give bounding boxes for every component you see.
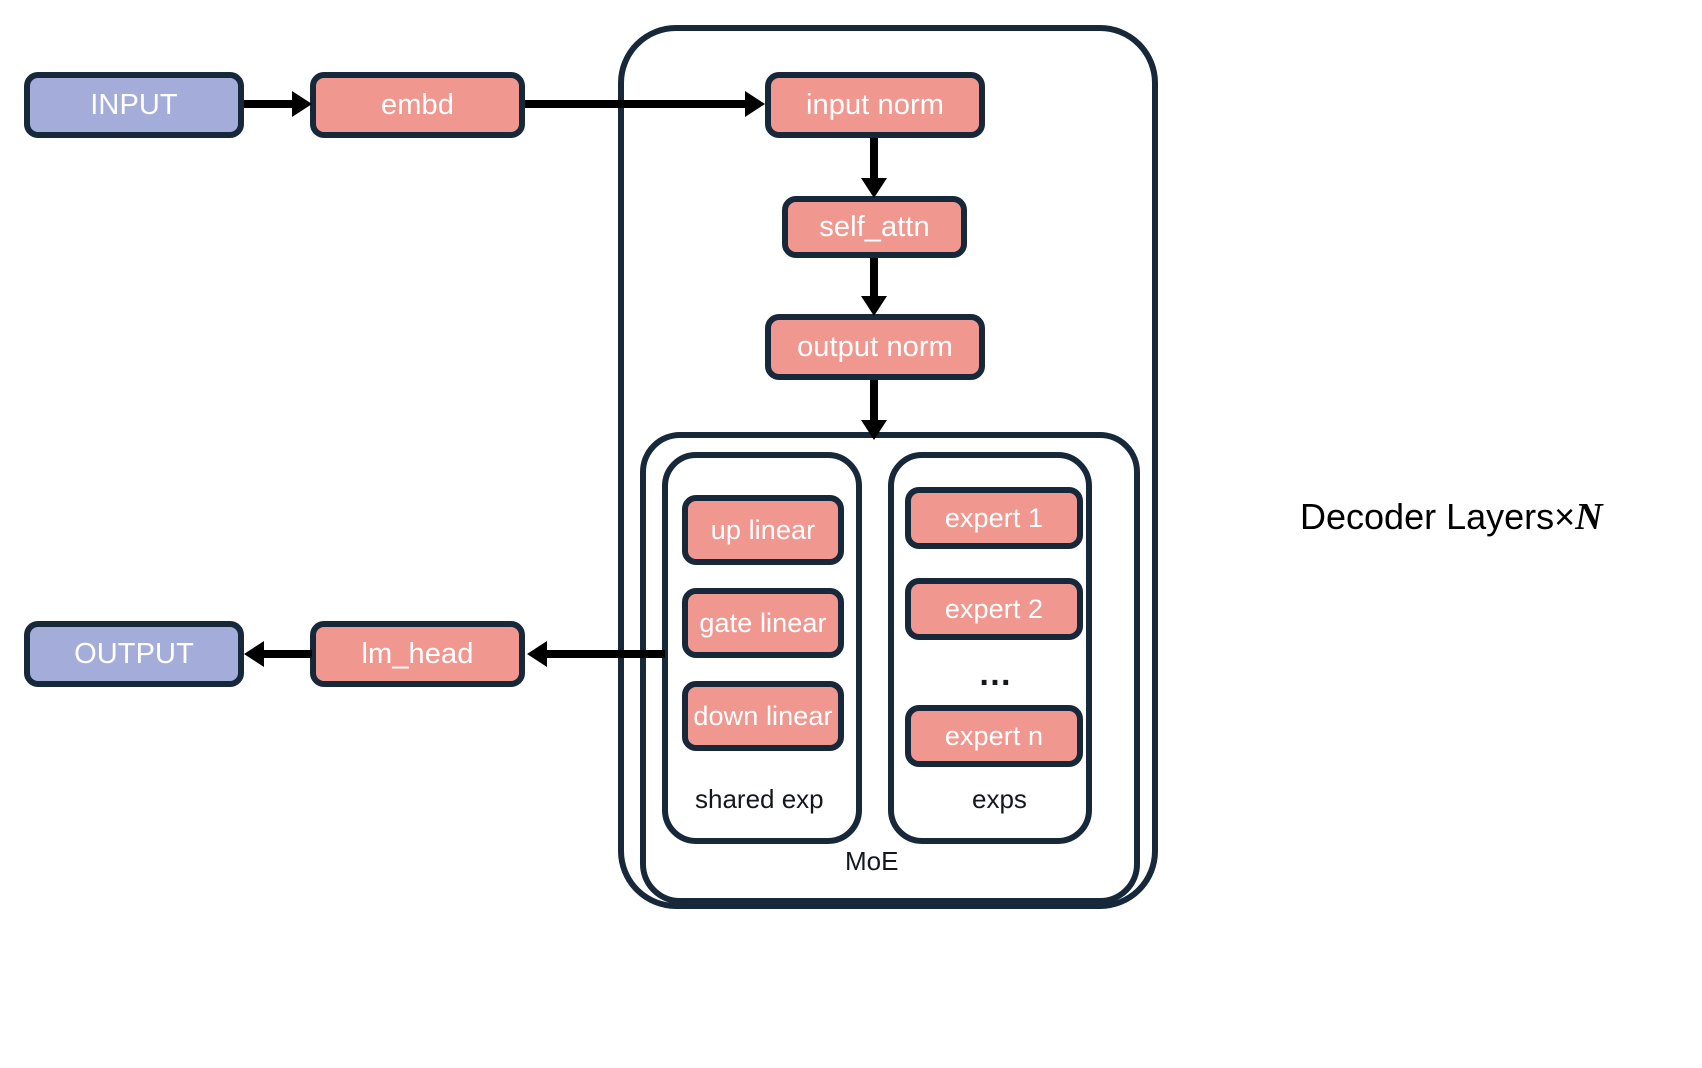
decoder-layer-container xyxy=(618,25,1158,909)
self-attn-node: self_attn xyxy=(782,196,967,258)
self-attn-node-label: self_attn xyxy=(819,210,930,243)
embd-node-label: embd xyxy=(381,88,454,121)
arrow-output-norm-to-moe-head xyxy=(861,420,887,440)
up-linear-node: up linear xyxy=(682,495,844,565)
arrow-input-norm-to-self-attn-line xyxy=(870,138,878,182)
arrow-lm-head-to-output-head xyxy=(244,641,264,667)
up-linear-label: up linear xyxy=(710,514,816,545)
expert-2-node: expert 2 xyxy=(905,578,1083,640)
expert-n-label: expert n xyxy=(944,720,1044,751)
input-norm-node: input norm xyxy=(765,72,985,138)
output-norm-node: output norm xyxy=(765,314,985,380)
moe-label: MoE xyxy=(845,846,899,876)
expert-n-node: expert n xyxy=(905,705,1083,767)
input-node: INPUT xyxy=(24,72,244,138)
lm-head-node: lm_head xyxy=(310,621,525,687)
output-node: OUTPUT xyxy=(24,621,244,687)
gate-linear-label: gate linear xyxy=(699,607,827,638)
arrow-self-attn-to-output-norm-line xyxy=(870,258,878,302)
shared-expert-label: shared exp xyxy=(695,784,824,814)
decoder-layers-caption: Decoder Layers×N xyxy=(1300,498,1603,536)
expert-1-node: expert 1 xyxy=(905,487,1083,549)
lm-head-node-label: lm_head xyxy=(361,637,474,670)
embd-node: embd xyxy=(310,72,525,138)
expert-2-label: expert 2 xyxy=(944,593,1044,624)
experts-ellipsis: … xyxy=(978,655,1014,693)
expert-1-label: expert 1 xyxy=(944,502,1044,533)
output-norm-node-label: output norm xyxy=(797,330,953,363)
arrow-input-to-embd-line xyxy=(244,100,294,108)
arrow-input-norm-to-self-attn-head xyxy=(861,178,887,198)
input-node-label: INPUT xyxy=(90,88,178,121)
arrow-moe-to-lm-head-line xyxy=(545,650,665,658)
arrow-self-attn-to-output-norm-head xyxy=(861,296,887,316)
arrow-lm-head-to-output-line xyxy=(262,650,312,658)
decoder-layers-caption-variable: N xyxy=(1575,496,1603,538)
gate-linear-node: gate linear xyxy=(682,588,844,658)
arrow-embd-to-input-norm-head xyxy=(745,91,765,117)
down-linear-node: down linear xyxy=(682,681,844,751)
down-linear-label: down linear xyxy=(693,700,833,731)
output-node-label: OUTPUT xyxy=(74,637,194,670)
arrow-embd-to-input-norm-line xyxy=(525,100,747,108)
arrow-moe-to-lm-head-head xyxy=(527,641,547,667)
arrow-output-norm-to-moe-line xyxy=(870,380,878,432)
decoder-layers-caption-text: Decoder Layers× xyxy=(1300,496,1576,537)
input-norm-node-label: input norm xyxy=(805,88,944,121)
experts-label: exps xyxy=(972,784,1027,814)
arrow-input-to-embd-head xyxy=(292,91,312,117)
